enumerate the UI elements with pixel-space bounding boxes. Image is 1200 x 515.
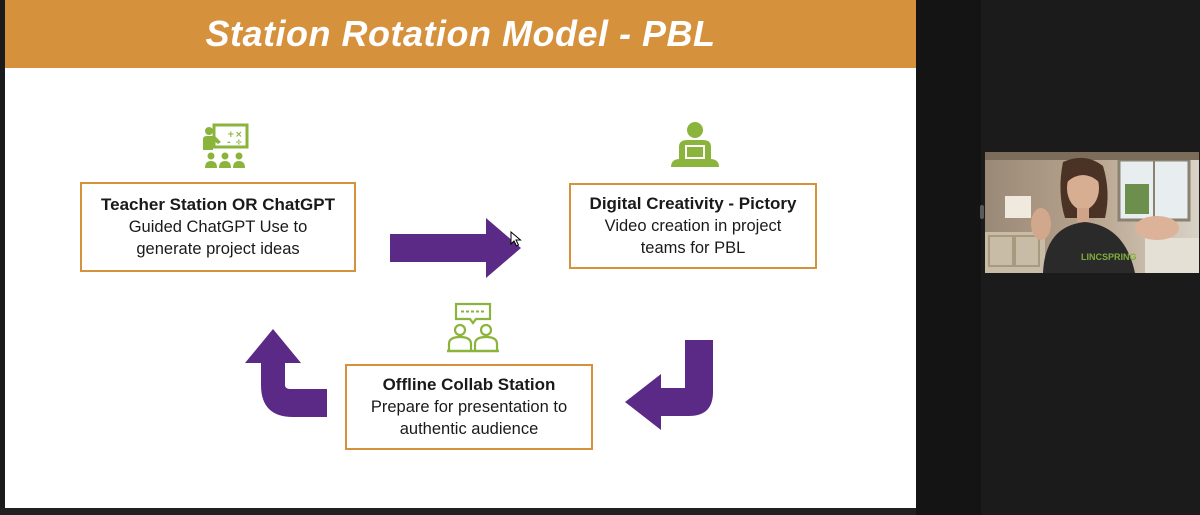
station-offline-title: Offline Collab Station (382, 375, 556, 394)
arrow-right (390, 218, 521, 278)
slide-header: Station Rotation Model - PBL (5, 0, 916, 68)
arrow-left-up (245, 329, 327, 417)
station-digital-desc-line-1: Video creation in project (604, 217, 782, 235)
person-laptop-icon (671, 122, 719, 167)
collaboration-chat-icon (447, 302, 499, 353)
participant-video-tile[interactable]: LINCSPRING (985, 152, 1199, 273)
station-teacher-title: Teacher Station OR ChatGPT (101, 195, 335, 214)
shirt-logo-text: LINCSPRING (1081, 252, 1137, 262)
teacher-presentation-icon: + × - ÷ (203, 123, 249, 168)
participant-video-frame: LINCSPRING (985, 152, 1199, 273)
svg-text:÷: ÷ (235, 138, 243, 148)
resize-handle[interactable] (980, 205, 984, 219)
shared-slide: Station Rotation Model - PBL + × - ÷ Tea… (5, 0, 916, 508)
station-offline-desc-line-2: authentic audience (399, 420, 539, 438)
svg-text:+: + (227, 130, 235, 140)
station-digital-title: Digital Creativity - Pictory (589, 194, 797, 213)
meeting-sidebar (916, 0, 984, 515)
mouse-cursor-icon (510, 231, 522, 247)
arrow-down-left (625, 340, 713, 430)
svg-text:-: - (227, 138, 231, 148)
station-offline: Offline Collab Station Prepare for prese… (345, 364, 593, 450)
station-teacher-desc-line-2: generate project ideas (136, 240, 300, 258)
bottom-strip (0, 508, 916, 515)
station-digital-desc-line-2: teams for PBL (640, 239, 746, 257)
slide-title: Station Rotation Model - PBL (205, 13, 716, 54)
station-teacher: Teacher Station OR ChatGPT Guided ChatGP… (80, 182, 356, 272)
station-teacher-desc-line-1: Guided ChatGPT Use to (128, 218, 308, 236)
station-digital: Digital Creativity - Pictory Video creat… (569, 183, 817, 269)
svg-text:×: × (235, 130, 243, 140)
station-offline-desc-line-1: Prepare for presentation to (370, 398, 568, 416)
